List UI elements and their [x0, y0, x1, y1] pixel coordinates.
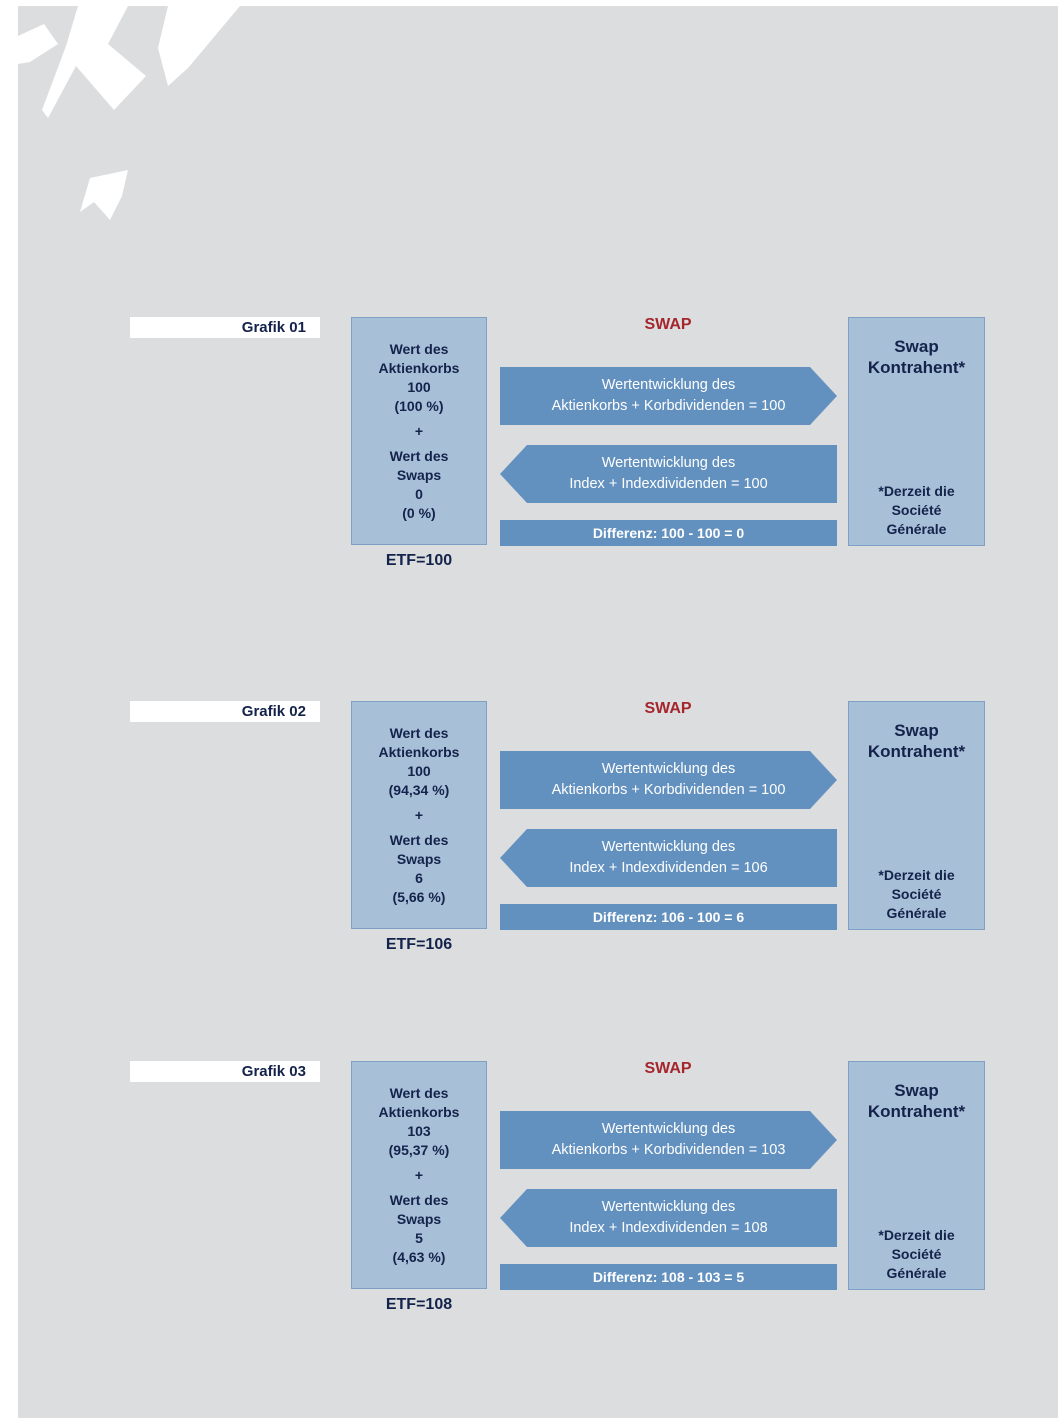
- left-line-3: Wert des: [389, 447, 449, 464]
- basket-percent: (95,37 %): [388, 1141, 450, 1158]
- arrow-left: Wertentwicklung des Index + Indexdividen…: [500, 445, 837, 503]
- etf-value: ETF=108: [385, 1296, 453, 1313]
- grafik-tab: Grafik 01: [130, 317, 320, 338]
- arrow-left-line-2: Index + Indexdividenden = 100: [569, 476, 768, 492]
- arrow-left: Wertentwicklung des Index + Indexdividen…: [500, 829, 837, 887]
- left-line-1: Wert des: [389, 1084, 449, 1101]
- swap-counterparty-box: Swap Kontrahent* *Derzeit die Société Gé…: [848, 317, 985, 546]
- right-note-2: Société: [891, 886, 942, 902]
- left-line-4: Swaps: [396, 1210, 442, 1227]
- left-line-4: Swaps: [396, 850, 442, 867]
- swap-percent: (5,66 %): [392, 888, 446, 905]
- arrow-left-line-1: Wertentwicklung des: [601, 839, 736, 855]
- swap-counterparty-box: Swap Kontrahent* *Derzeit die Société Gé…: [848, 1061, 985, 1290]
- swap-label: SWAP: [644, 700, 692, 717]
- left-line-1: Wert des: [389, 724, 449, 741]
- swap-percent: (4,63 %): [392, 1248, 446, 1265]
- left-line-3: Wert des: [389, 831, 449, 848]
- plus-sign: +: [414, 422, 424, 439]
- right-title-2: Kontrahent*: [867, 1102, 966, 1121]
- arrow-right: Wertentwicklung des Aktienkorbs + Korbdi…: [500, 367, 837, 425]
- arrow-right-line-2: Aktienkorbs + Korbdividenden = 100: [551, 782, 786, 798]
- grafik-tab: Grafik 03: [130, 1061, 320, 1082]
- grafik-02: Grafik 02 Wert des Aktienkorbs 100 (94,3…: [0, 700, 1058, 1030]
- right-title-1: Swap: [894, 1081, 939, 1100]
- left-line-2: Aktienkorbs: [378, 743, 460, 760]
- right-note-3: Générale: [886, 905, 947, 921]
- swap-label: SWAP: [644, 316, 692, 333]
- arrow-right-line-1: Wertentwicklung des: [601, 377, 736, 393]
- etf-value: ETF=100: [385, 552, 453, 569]
- left-line-2: Aktienkorbs: [378, 1103, 460, 1120]
- difference-bar: Differenz: 106 - 100 = 6: [500, 904, 837, 930]
- right-note-2: Société: [891, 1246, 942, 1262]
- arrow-right: Wertentwicklung des Aktienkorbs + Korbdi…: [500, 1111, 837, 1169]
- basket-value: 103: [407, 1122, 431, 1139]
- plus-sign: +: [414, 806, 424, 823]
- basket-percent: (94,34 %): [388, 781, 450, 798]
- left-line-1: Wert des: [389, 340, 449, 357]
- asset-basket-box: Wert des Aktienkorbs 100 (100 %) + Wert …: [351, 317, 487, 545]
- right-note-3: Générale: [886, 521, 947, 537]
- right-title-2: Kontrahent*: [867, 358, 966, 377]
- asset-basket-box: Wert des Aktienkorbs 100 (94,34 %) + Wer…: [351, 701, 487, 929]
- basket-value: 100: [407, 378, 431, 395]
- swap-value: 6: [415, 869, 423, 886]
- right-note-1: *Derzeit die: [878, 867, 955, 883]
- swap-percent: (0 %): [402, 504, 436, 521]
- arrow-left-line-1: Wertentwicklung des: [601, 455, 736, 471]
- arrow-left-line-2: Index + Indexdividenden = 108: [569, 1220, 768, 1236]
- right-title-1: Swap: [894, 337, 939, 356]
- right-title-2: Kontrahent*: [867, 742, 966, 761]
- arrow-right-line-1: Wertentwicklung des: [601, 1121, 736, 1137]
- arrow-left: Wertentwicklung des Index + Indexdividen…: [500, 1189, 837, 1247]
- right-note-1: *Derzeit die: [878, 483, 955, 499]
- arrow-burst-icon: [18, 6, 240, 220]
- left-line-3: Wert des: [389, 1191, 449, 1208]
- arrow-right: Wertentwicklung des Aktienkorbs + Korbdi…: [500, 751, 837, 809]
- swap-value: 0: [415, 485, 423, 502]
- swap-label: SWAP: [644, 1060, 692, 1077]
- plus-sign: +: [414, 1166, 424, 1183]
- right-note-3: Générale: [886, 1265, 947, 1281]
- difference-bar: Differenz: 108 - 103 = 5: [500, 1264, 837, 1290]
- swap-counterparty-box: Swap Kontrahent* *Derzeit die Société Gé…: [848, 701, 985, 930]
- basket-value: 100: [407, 762, 431, 779]
- grafik-03: Grafik 03 Wert des Aktienkorbs 103 (95,3…: [0, 1060, 1058, 1390]
- swap-value: 5: [415, 1229, 423, 1246]
- arrow-left-line-1: Wertentwicklung des: [601, 1199, 736, 1215]
- arrow-right-line-2: Aktienkorbs + Korbdividenden = 100: [551, 398, 786, 414]
- grafik-01: Grafik 01 Wert des Aktienkorbs 100 (100 …: [0, 316, 1058, 646]
- right-note-1: *Derzeit die: [878, 1227, 955, 1243]
- difference-bar: Differenz: 100 - 100 = 0: [500, 520, 837, 546]
- etf-value: ETF=106: [385, 936, 453, 953]
- grafik-tab: Grafik 02: [130, 701, 320, 722]
- arrow-right-line-2: Aktienkorbs + Korbdividenden = 103: [551, 1142, 786, 1158]
- basket-percent: (100 %): [394, 397, 444, 414]
- left-line-4: Swaps: [396, 466, 442, 483]
- arrow-left-line-2: Index + Indexdividenden = 106: [569, 860, 768, 876]
- arrow-right-line-1: Wertentwicklung des: [601, 761, 736, 777]
- right-title-1: Swap: [894, 721, 939, 740]
- left-line-2: Aktienkorbs: [378, 359, 460, 376]
- right-note-2: Société: [891, 502, 942, 518]
- asset-basket-box: Wert des Aktienkorbs 103 (95,37 %) + Wer…: [351, 1061, 487, 1289]
